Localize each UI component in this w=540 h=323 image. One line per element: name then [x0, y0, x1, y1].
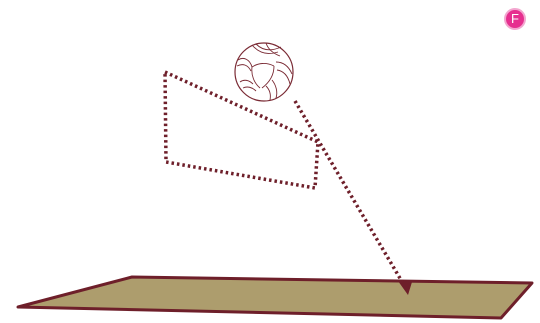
volleyball-icon	[235, 43, 293, 101]
court-floor	[18, 277, 532, 318]
ball-trajectory-line	[295, 101, 404, 285]
figure-label-badge: F	[504, 8, 526, 30]
